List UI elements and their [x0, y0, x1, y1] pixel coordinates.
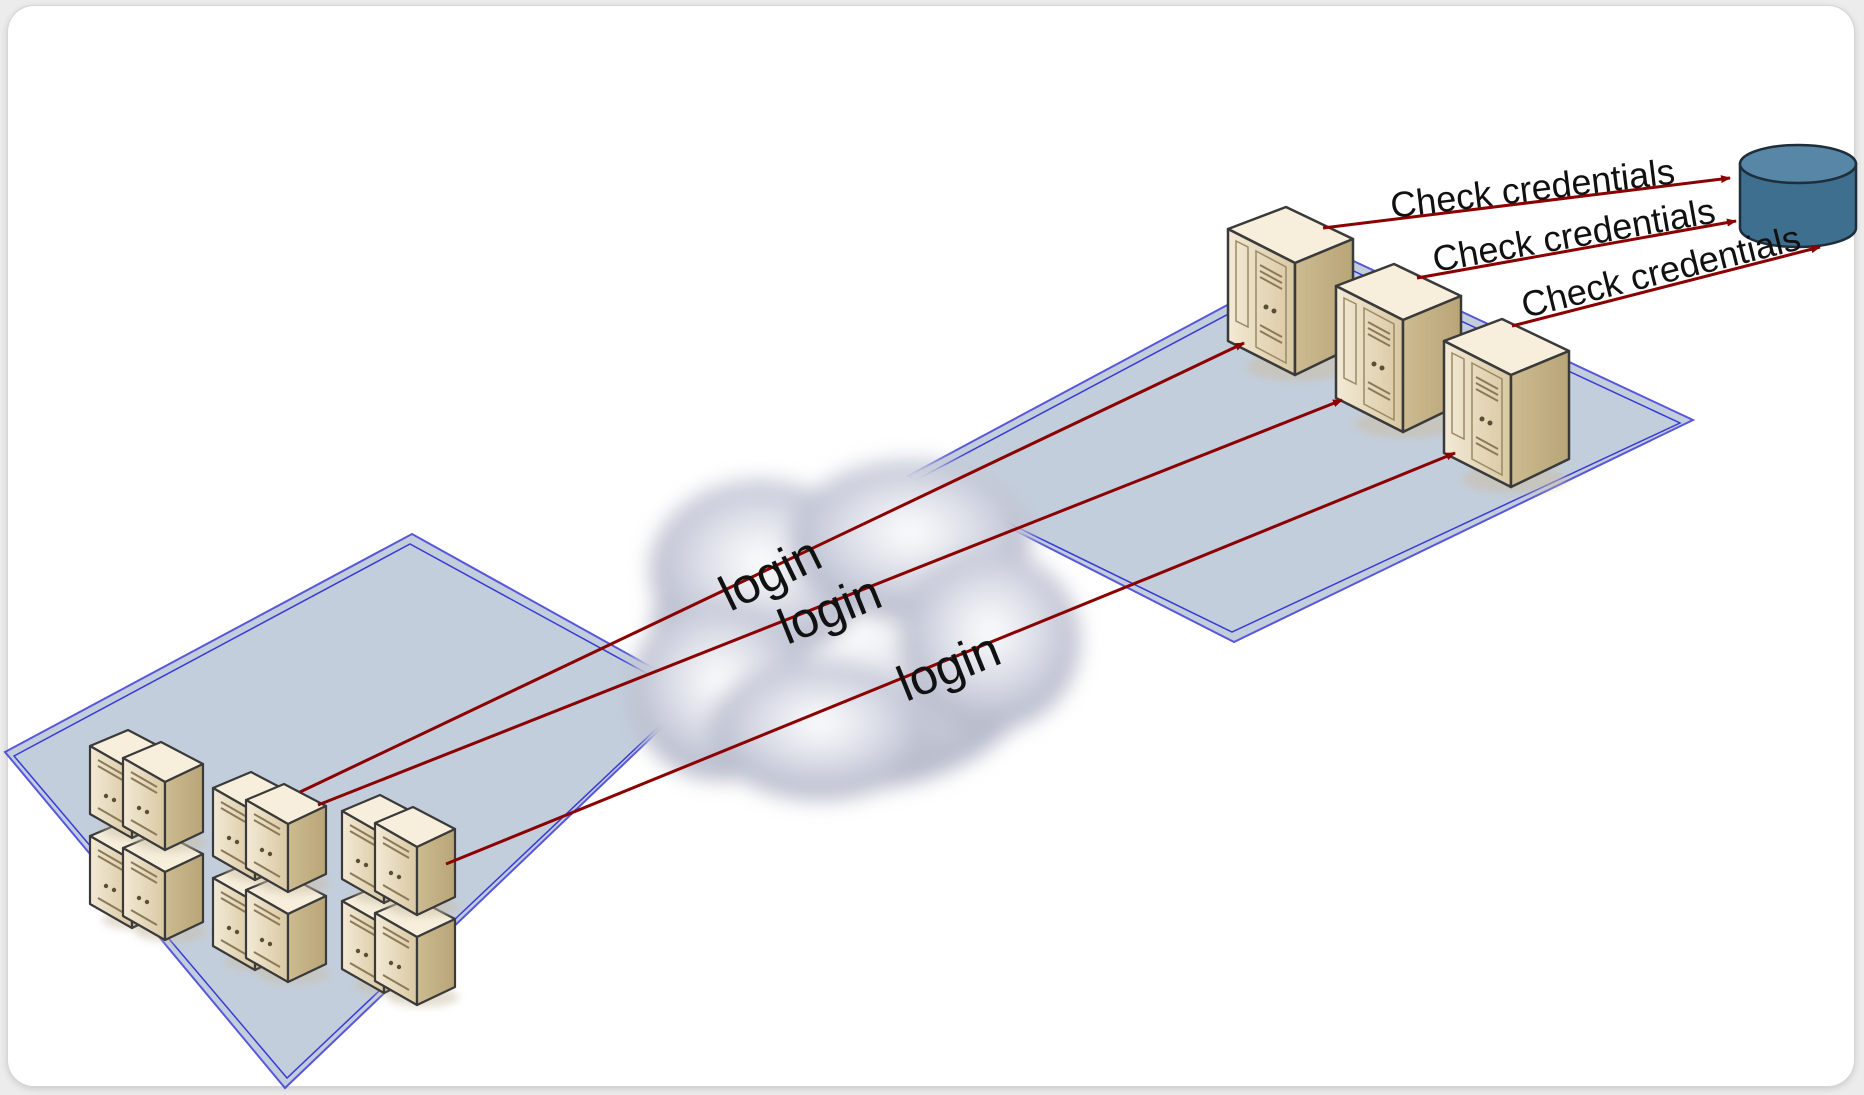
check-credentials-arrow: [1322, 175, 1731, 230]
login-arrow: [445, 451, 1456, 866]
check-credentials-arrow: [1416, 218, 1737, 280]
database-icon: [1738, 143, 1858, 249]
cloud-icon: [630, 460, 1080, 800]
check-credentials-arrow: [1511, 245, 1821, 328]
credential-arrows: [1322, 175, 1821, 328]
login-arrow: [299, 341, 1245, 794]
login-arrows: [299, 341, 1456, 866]
login-arrow: [317, 398, 1343, 807]
